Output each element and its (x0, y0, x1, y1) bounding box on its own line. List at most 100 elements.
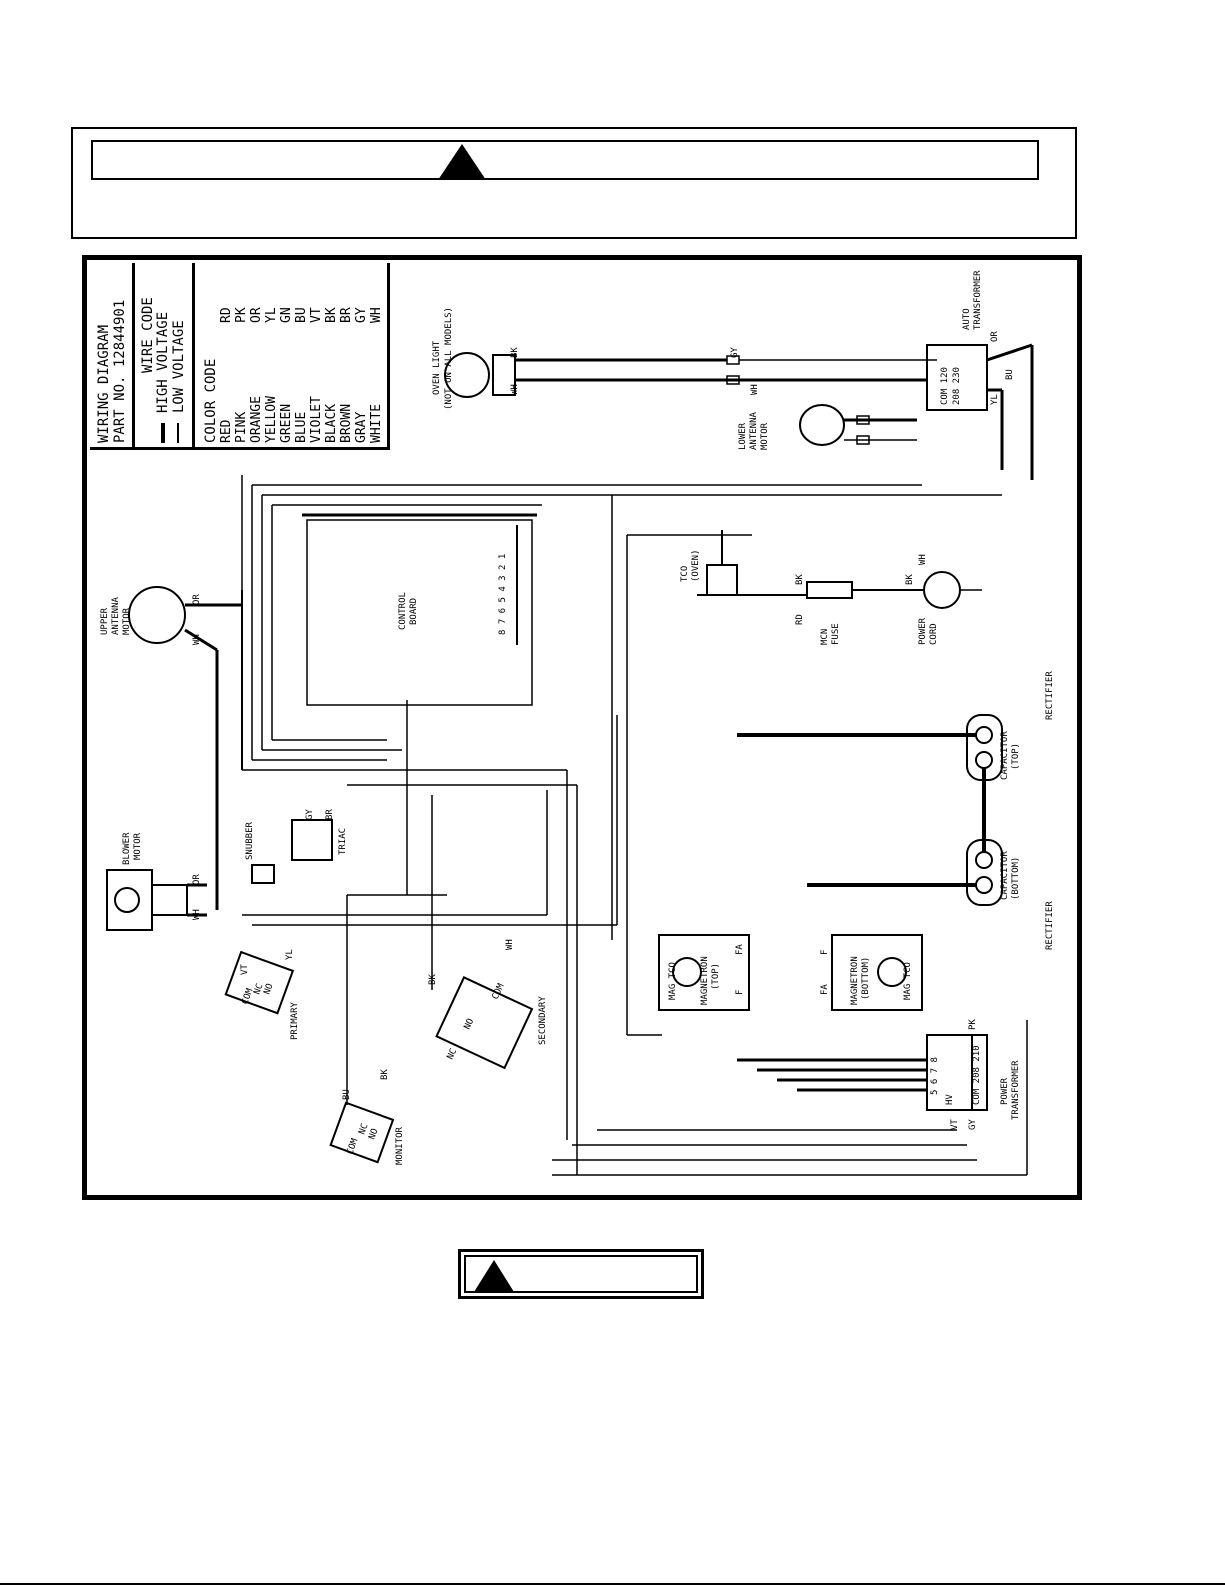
monitor-label: MONITOR (395, 1126, 405, 1165)
magnetron-bottom (831, 934, 923, 1011)
auto-transformer-label-2: TRANSFORMER (973, 270, 983, 330)
wire-wh-cord: WH (918, 554, 928, 565)
wire-or-blower: OR (192, 874, 202, 885)
oven-light-label: OVEN LIGHT (432, 340, 442, 395)
auto-taps-1: COM 120 (940, 367, 950, 405)
upper-antenna-label-2: ANTENNA (111, 596, 121, 635)
color-code-name: GRAY (354, 411, 369, 443)
blower-motor (106, 869, 207, 931)
legend-wire-code-column: WIRE CODE HIGH VOLTAGE LOW VOLTAGE (135, 263, 195, 447)
wire-wh-blower: WH (192, 909, 202, 920)
capacitor-bottom-label-1: CAPACITOR (1000, 851, 1010, 900)
wire-gy-auto: GY (730, 347, 740, 358)
color-code-name: BLACK (324, 403, 339, 443)
f-top: F (735, 990, 745, 995)
lower-antenna-label-2: ANTENNA (749, 411, 759, 450)
switch-no-secondary: NO (463, 1017, 477, 1031)
color-code-heading: COLOR CODE (203, 358, 219, 443)
legend-title-column: WIRING DIAGRAM PART NO. 12844901 (90, 263, 135, 447)
power-transformer-label-2: TRANSFORMER (1011, 1060, 1021, 1120)
tco-oven-label-2: (OVEN) (691, 549, 701, 582)
upper-antenna-label-1: UPPER (100, 607, 110, 635)
legend-part-no: PART NO. 12844901 (112, 299, 128, 443)
capacitor-bottom-label-2: (BOTTOM) (1011, 857, 1021, 900)
auto-taps-2: 208 230 (952, 367, 962, 405)
wire-wh-auto: WH (750, 384, 760, 395)
color-code-abbrev: GN (279, 307, 294, 323)
wire-pk-pt: PK (968, 1019, 978, 1030)
oven-light (444, 352, 937, 398)
fa-bottom: FA (820, 984, 830, 995)
wire-bu-auto: BU (1005, 369, 1015, 380)
wire-wh-upper: WH (192, 634, 202, 645)
mcn-fuse-label-1: MCN (820, 629, 830, 645)
secondary-switch (435, 976, 534, 1070)
capacitor-top-label-2: (TOP) (1011, 743, 1021, 770)
wiring-schematic: OVEN LIGHT (NOT ON ALL MODELS) AUTO TRAN… (100, 270, 1055, 1176)
color-code-abbrev: PK (234, 307, 249, 323)
magnetron-bottom-label-1: MAGNETRON (850, 956, 860, 1005)
wire-wh-light: WH (510, 384, 520, 395)
auto-transformer-label-1: AUTO (962, 308, 972, 330)
wire-bu-monitor: BU (342, 1089, 352, 1100)
wire-bk-secondary: BK (428, 974, 438, 985)
snubber-label: SNUBBER (245, 821, 255, 860)
low-voltage-swatch (177, 423, 179, 443)
color-code-name: ORANGE (249, 396, 264, 443)
wire-bk-cord: BK (905, 574, 915, 585)
warning-panel (71, 127, 1077, 239)
color-code-abbrev: YL (264, 307, 279, 323)
wire-bk-monitor: BK (380, 1069, 390, 1080)
fa-top: FA (735, 944, 745, 955)
magnetron-top (658, 934, 750, 1011)
power-cord-label-1: POWER (918, 617, 928, 645)
upper-antenna-label-3: MOTOR (122, 607, 132, 635)
color-code-abbrev: RD (219, 307, 234, 323)
color-code-abbrev: GY (354, 307, 369, 323)
color-code-abbrev: BR (339, 307, 354, 323)
color-code-name: BROWN (339, 403, 354, 443)
color-code-name: WHITE (369, 403, 384, 443)
capacitors (737, 714, 1003, 906)
blower-label-1: BLOWER (122, 832, 132, 865)
wiring-legend: WIRING DIAGRAM PART NO. 12844901 WIRE CO… (90, 263, 390, 450)
wire-wh-secondary: WH (505, 939, 515, 950)
wire-code-heading: WIRE CODE (140, 297, 156, 373)
mcn-fuse-label-2: FUSE (831, 623, 841, 645)
switch-nc-secondary: NC (446, 1047, 460, 1061)
wire-or-upper: OR (192, 594, 202, 605)
triac-label: TRIAC (338, 828, 348, 855)
control-board-label-1: CONTROL (398, 592, 408, 630)
switch-com-monitor: COM (345, 1137, 360, 1156)
component-labels: OVEN LIGHT (NOT ON ALL MODELS) AUTO TRAN… (100, 270, 1055, 1165)
wire-yl-auto: YL (990, 394, 1000, 405)
wire-vt-primary: VT (240, 964, 250, 975)
wire-or-auto: OR (990, 331, 1000, 342)
wire-code-low: LOW VOLTAGE (171, 320, 187, 413)
color-code-abbrev: OR (249, 307, 264, 323)
magnetron-top-label-1: MAGNETRON (700, 956, 710, 1005)
wire-br-triac: BR (325, 809, 335, 820)
footer-rule (0, 1583, 1225, 1585)
color-code-name: BLUE (294, 411, 309, 443)
color-code-abbrev: BU (294, 307, 309, 323)
harness-wires (241, 475, 1002, 1175)
board-pins: 8 7 6 5 4 3 2 1 (498, 554, 508, 635)
color-code-abbrev: WH (369, 307, 384, 323)
switch-no-primary: NO (262, 982, 275, 996)
color-code-name: RED (219, 419, 234, 443)
wire-vt-pt: VT (950, 1119, 960, 1130)
wire-gy-triac: GY (305, 809, 315, 820)
capacitor-top-label-1: CAPACITOR (1000, 731, 1010, 780)
switch-no-monitor: NO (367, 1127, 380, 1141)
pt-pins: 5 6 7 8 (930, 1057, 940, 1095)
wire-rd-fuse: RD (795, 614, 805, 625)
color-code-name: GREEN (279, 403, 294, 443)
high-voltage-swatch (161, 423, 165, 443)
power-cord (697, 530, 982, 609)
rectifier-bottom-label: RECTIFIER (1045, 901, 1055, 950)
auto-transformer (926, 343, 1034, 480)
color-code-name: YELLOW (264, 396, 279, 443)
wire-bk-light: BK (510, 347, 520, 358)
lower-antenna-label-1: LOWER (738, 422, 748, 450)
